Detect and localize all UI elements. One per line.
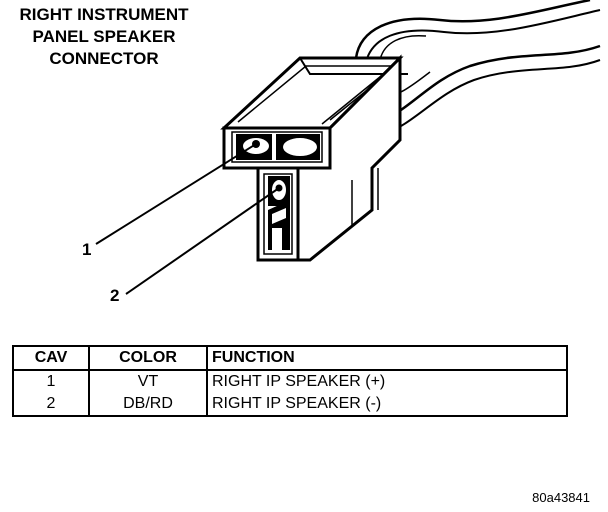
- cell-function: RIGHT IP SPEAKER (-): [206, 393, 568, 417]
- wire-1-inner: [365, 9, 601, 63]
- table-row: 2 DB/RD RIGHT IP SPEAKER (-): [12, 393, 568, 417]
- cell-color: DB/RD: [88, 393, 208, 417]
- pinout-table: CAV COLOR FUNCTION 1 VT RIGHT IP SPEAKER…: [12, 345, 568, 417]
- callout-1-leader: [95, 143, 257, 245]
- title-line-3: CONNECTOR: [49, 49, 159, 68]
- callout-2-leader: [125, 187, 280, 295]
- title-line-1: RIGHT INSTRUMENT: [19, 5, 189, 24]
- header-function: FUNCTION: [206, 345, 568, 371]
- cell-function: RIGHT IP SPEAKER (+): [206, 370, 568, 393]
- wire-2: [381, 44, 601, 122]
- callout-1-label: 1: [82, 240, 92, 259]
- header-color: COLOR: [88, 345, 208, 371]
- table-row: 1 VT RIGHT IP SPEAKER (+): [12, 370, 568, 393]
- diagram-title: RIGHT INSTRUMENT PANEL SPEAKER CONNECTOR: [4, 4, 204, 70]
- title-line-2: PANEL SPEAKER: [32, 27, 176, 46]
- wire-2-inner: [383, 59, 601, 135]
- cell-cav: 1: [12, 370, 90, 393]
- table-header-row: CAV COLOR FUNCTION: [12, 345, 568, 371]
- cell-cav: 2: [12, 393, 90, 417]
- cell-color: VT: [88, 370, 208, 393]
- header-cav: CAV: [12, 345, 90, 371]
- wire-1: [354, 0, 591, 59]
- figure-code: 80a43841: [532, 490, 590, 505]
- connector-illustration: [95, 0, 601, 295]
- callout-2-label: 2: [110, 286, 120, 305]
